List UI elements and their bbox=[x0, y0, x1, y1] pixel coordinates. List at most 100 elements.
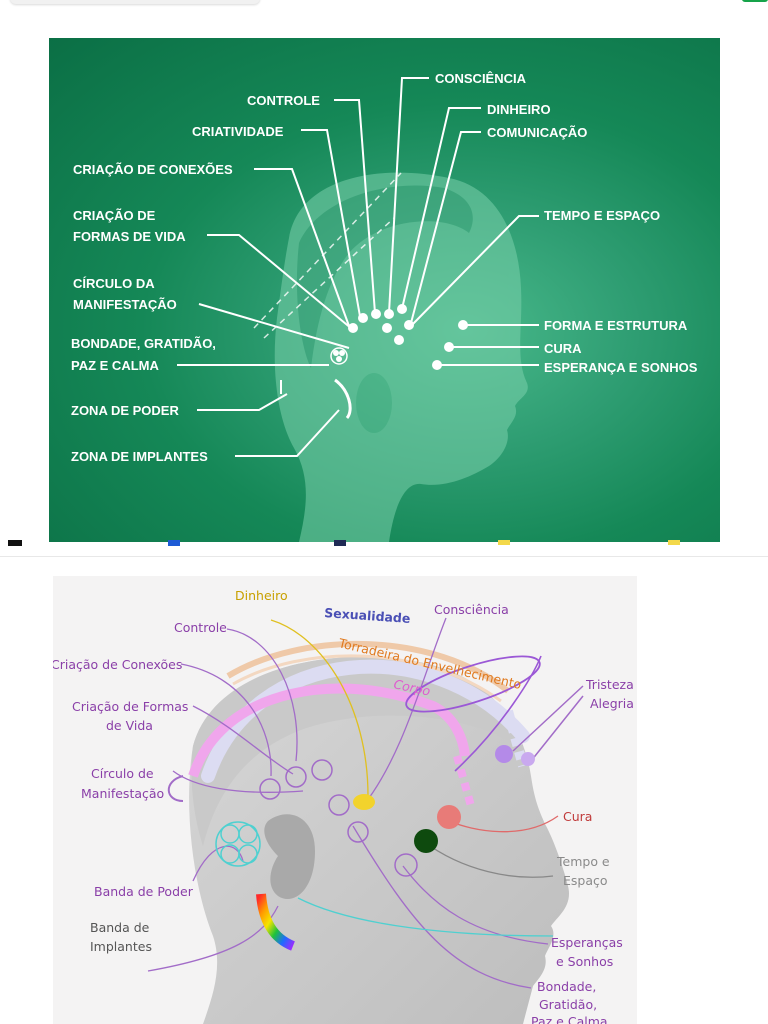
dot-tempo bbox=[414, 829, 438, 853]
node-5 bbox=[397, 304, 407, 314]
dot-dinheiro bbox=[353, 794, 375, 810]
label-cura: Cura bbox=[563, 809, 592, 824]
line-esperancas bbox=[402, 865, 549, 945]
label-criacao-formas-1: Criação de Formas bbox=[72, 699, 188, 714]
arc-implantes bbox=[334, 378, 352, 419]
label-bondade-2: Gratidão, bbox=[539, 997, 597, 1012]
label-esperancas-1: Esperanças bbox=[551, 935, 623, 950]
label-dinheiro: Dinheiro bbox=[235, 588, 288, 603]
node-3 bbox=[371, 309, 381, 319]
label-circulo-1: Círculo de bbox=[91, 766, 154, 781]
line-comunicacao bbox=[410, 131, 481, 324]
node-6 bbox=[382, 323, 392, 333]
brain-zones-diagram-green: CONTROLE CRIATIVIDADE CRIAÇÃO DE CONEXÕE… bbox=[49, 38, 720, 542]
line-consciencia bbox=[362, 617, 447, 807]
line-purple-loop bbox=[454, 655, 542, 772]
label-circulo-1: CÍRCULO DA bbox=[73, 276, 155, 291]
arc-corpo bbox=[188, 683, 470, 778]
label-consciencia: Consciência bbox=[434, 602, 509, 617]
line-circulo bbox=[198, 303, 350, 349]
nodes bbox=[348, 304, 468, 370]
label-forma-estrutura: FORMA E ESTRUTURA bbox=[544, 318, 688, 333]
label-criatividade: CRIATIVIDADE bbox=[192, 124, 284, 139]
label-bondade-1: BONDADE, GRATIDÃO, bbox=[71, 336, 216, 351]
line-criacao-formas bbox=[192, 705, 294, 775]
line-tempo bbox=[422, 840, 554, 878]
node-cura bbox=[444, 342, 454, 352]
node-forma bbox=[458, 320, 468, 330]
circle-4 bbox=[328, 794, 350, 816]
label-criacao-conexoes: CRIAÇÃO DE CONEXÕES bbox=[73, 162, 233, 177]
line-criatividade bbox=[301, 129, 362, 323]
label-tempo-2: Espaço bbox=[563, 873, 608, 888]
separator bbox=[0, 556, 768, 557]
line-criacao-conexoes bbox=[254, 168, 350, 327]
line-zona-implantes bbox=[235, 409, 340, 457]
label-banda-implantes-1: Banda de bbox=[90, 920, 150, 935]
label-criacao-formas-2: FORMAS DE VIDA bbox=[73, 229, 186, 244]
line-dinheiro bbox=[270, 619, 369, 797]
left-labels: CONTROLE CRIATIVIDADE CRIAÇÃO DE CONEXÕE… bbox=[71, 93, 320, 464]
line-teal bbox=[297, 897, 554, 937]
brain-zones-diagram-gray: Dinheiro Sexualidade Consciência Control… bbox=[53, 576, 637, 1024]
line-bondade bbox=[352, 825, 532, 989]
arc-torradeira-inner bbox=[232, 654, 502, 703]
triple-circle-icon bbox=[330, 347, 348, 365]
line-dinheiro bbox=[400, 107, 481, 314]
label-zona-poder: ZONA DE PODER bbox=[71, 403, 179, 418]
label-banda-implantes-2: Implantes bbox=[90, 939, 152, 954]
rainbow-band bbox=[256, 893, 296, 951]
line-tempo-espaco bbox=[408, 215, 539, 329]
line-tristeza bbox=[512, 685, 584, 752]
ear bbox=[264, 814, 315, 899]
label-tristeza: Tristeza bbox=[585, 677, 634, 692]
teal-circles bbox=[215, 821, 261, 867]
search-bar[interactable] bbox=[10, 0, 260, 4]
gray-diagram-svg: Dinheiro Sexualidade Consciência Control… bbox=[53, 588, 634, 1024]
dot-tristeza bbox=[495, 745, 513, 763]
arc-sexualidade-dashed bbox=[503, 709, 528, 768]
label-criacao-conexoes: Criação de Conexões bbox=[53, 657, 182, 672]
labels: Dinheiro Sexualidade Consciência Control… bbox=[53, 588, 634, 1024]
node-1 bbox=[348, 323, 358, 333]
label-tempo-espaco: TEMPO E ESPAÇO bbox=[544, 208, 660, 223]
bracket-circulo bbox=[167, 775, 184, 802]
label-banda-poder: Banda de Poder bbox=[94, 884, 194, 899]
leader-lines bbox=[147, 617, 584, 989]
label-comunicacao: COMUNICAÇÃO bbox=[487, 125, 587, 140]
node-7 bbox=[404, 320, 414, 330]
label-dinheiro: DINHEIRO bbox=[487, 102, 551, 117]
dot-cura bbox=[437, 805, 461, 829]
node-8 bbox=[394, 335, 404, 345]
label-controle: CONTROLE bbox=[247, 93, 320, 108]
circle-2 bbox=[285, 766, 307, 788]
node-2 bbox=[358, 313, 368, 323]
label-criacao-formas-2: de Vida bbox=[106, 718, 153, 733]
loop-ellipse bbox=[405, 655, 541, 713]
arc-torradeira bbox=[226, 640, 510, 694]
circle-5 bbox=[347, 821, 369, 843]
head-silhouette bbox=[274, 172, 528, 542]
label-circulo-2: Manifestação bbox=[81, 786, 164, 801]
label-circulo-2: MANIFESTAÇÃO bbox=[73, 297, 177, 312]
green-button[interactable] bbox=[742, 0, 768, 2]
circle-6 bbox=[394, 853, 418, 877]
label-consciencia: CONSCIÊNCIA bbox=[435, 71, 527, 86]
leader-lines bbox=[177, 77, 539, 457]
dot-alegria bbox=[521, 752, 535, 766]
dashed-line-2 bbox=[263, 217, 395, 339]
label-cura: CURA bbox=[544, 341, 582, 356]
arc-corpo-dashed bbox=[453, 754, 475, 808]
label-esperanca: ESPERANÇA E SONHOS bbox=[544, 360, 698, 375]
dashed-lines bbox=[253, 172, 402, 339]
line-alegria bbox=[530, 695, 584, 762]
green-diagram-svg: CONTROLE CRIATIVIDADE CRIAÇÃO DE CONEXÕE… bbox=[71, 71, 698, 542]
label-alegria: Alegria bbox=[590, 696, 634, 711]
line-criacao-formas bbox=[207, 234, 353, 330]
circle-1 bbox=[259, 778, 281, 800]
label-esperancas-2: e Sonhos bbox=[556, 954, 613, 969]
line-zona-poder bbox=[197, 393, 288, 411]
partial-row-strip bbox=[0, 540, 768, 548]
label-bondade-3: Paz e Calma bbox=[531, 1014, 608, 1024]
label-zona-implantes: ZONA DE IMPLANTES bbox=[71, 449, 208, 464]
